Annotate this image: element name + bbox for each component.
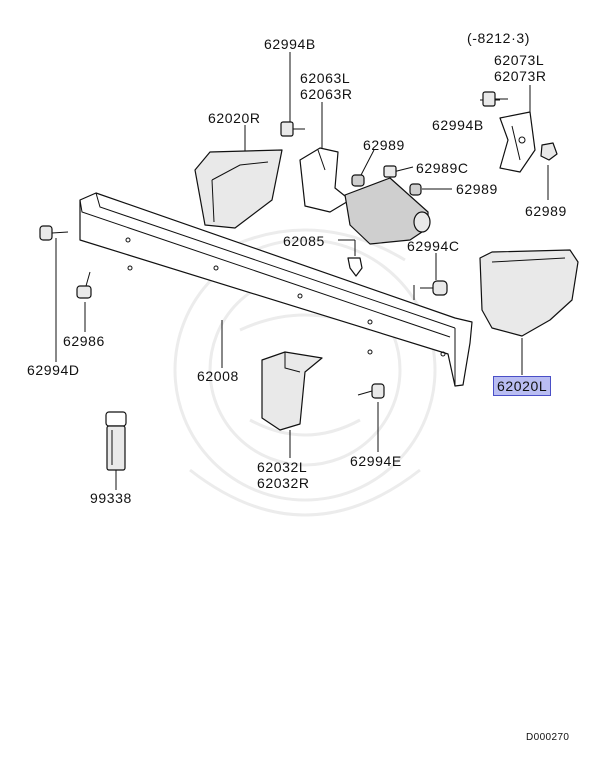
end-cap-62020L[interactable]	[479, 249, 579, 337]
label-62020R: 62020R	[208, 110, 261, 126]
label-62989-a: 62989	[363, 137, 405, 153]
clip-62085[interactable]	[347, 257, 363, 277]
label-62994B-right: 62994B	[432, 117, 484, 133]
label-99338: 99338	[90, 490, 132, 506]
bolt-62994C[interactable]	[420, 280, 448, 296]
bolt-62994B-top[interactable]	[280, 121, 305, 137]
nut-62989-a[interactable]	[351, 174, 365, 187]
label-62994E: 62994E	[350, 453, 402, 469]
bolt-62994E[interactable]	[357, 383, 385, 399]
bolt-62994D[interactable]	[39, 225, 69, 241]
label-62994C: 62994C	[407, 238, 460, 254]
label-62994B-top: 62994B	[264, 36, 316, 52]
label-62063: 62063L 62063R	[300, 70, 353, 102]
label-62073: 62073L 62073R	[494, 52, 547, 84]
paint-99338[interactable]	[105, 411, 127, 471]
label-62032: 62032L 62032R	[257, 459, 310, 491]
pad-62032[interactable]	[261, 351, 323, 431]
drawing-code: D000270	[526, 732, 570, 743]
end-cap-62020R[interactable]	[194, 149, 283, 229]
nut-62989-c[interactable]	[540, 142, 558, 161]
bolt-62986[interactable]	[76, 271, 92, 299]
range-note: (-8212·3)	[467, 30, 530, 46]
label-62986: 62986	[63, 333, 105, 349]
label-62989-c: 62989	[525, 203, 567, 219]
label-62989C: 62989C	[416, 160, 469, 176]
nut-62989-b[interactable]	[409, 183, 422, 196]
label-62989-b: 62989	[456, 181, 498, 197]
bumper-beam-62008[interactable]	[79, 192, 473, 387]
bracket-62063[interactable]	[299, 147, 431, 245]
label-62020L-highlighted[interactable]: 62020L	[493, 376, 552, 396]
label-62085: 62085	[283, 233, 325, 249]
label-62008: 62008	[197, 368, 239, 384]
bracket-62073[interactable]	[499, 111, 536, 173]
label-62994D: 62994D	[27, 362, 80, 378]
nut-62989C[interactable]	[383, 165, 397, 178]
bolt-62994B-right[interactable]	[482, 91, 508, 107]
